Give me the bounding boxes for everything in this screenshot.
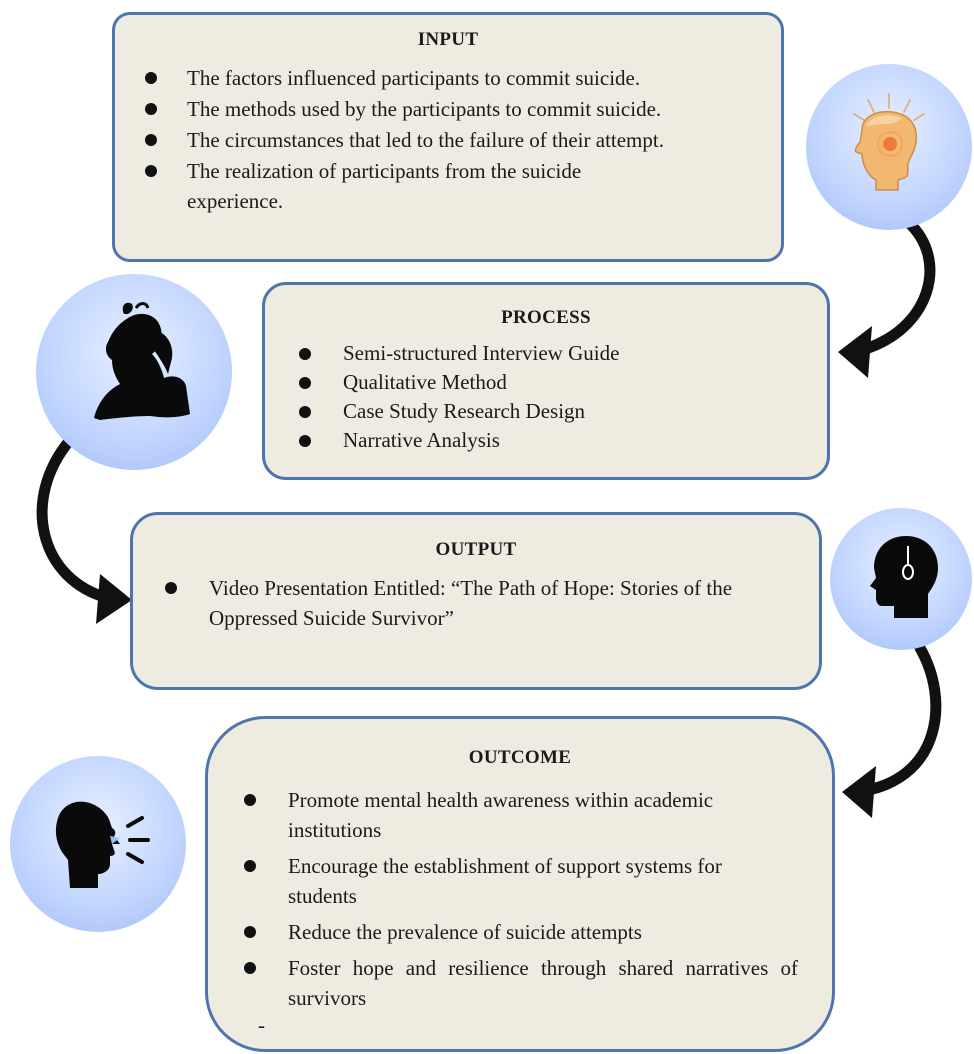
- arrow-process-to-output-head: [96, 574, 132, 624]
- process-box: PROCESS Semi-structured Interview Guide …: [262, 282, 830, 480]
- head-glow-circle: [806, 64, 972, 230]
- bullet-icon: [299, 348, 311, 360]
- input-box: INPUT The factors influenced participant…: [112, 12, 784, 262]
- outcome-trailing-mark: -: [258, 1013, 265, 1037]
- distressed-woman-icon: [94, 302, 190, 420]
- input-title: INPUT: [417, 29, 479, 50]
- bullet-icon: [299, 435, 311, 447]
- bullet-icon: [165, 582, 177, 594]
- list-item: Encourage the establishment of support s…: [208, 851, 832, 911]
- bullet-icon: [145, 165, 157, 177]
- list-item: Reduce the prevalence of suicide attempt…: [208, 917, 832, 947]
- outcome-list: Promote mental health awareness within a…: [208, 785, 832, 1013]
- input-list: The factors influenced participants to c…: [115, 63, 781, 216]
- list-item: Qualitative Method: [265, 368, 827, 397]
- list-item: The realization of participants from the…: [115, 156, 781, 216]
- list-item: Video Presentation Entitled: “The Path o…: [133, 573, 819, 633]
- shouting-person-circle: [10, 756, 186, 932]
- bullet-icon: [244, 794, 256, 806]
- bullet-icon: [244, 926, 256, 938]
- arrow-output-to-outcome: [862, 642, 942, 796]
- bullet-icon: [244, 860, 256, 872]
- output-title: OUTPUT: [435, 539, 517, 560]
- arrow-input-to-process: [856, 216, 936, 356]
- list-item: Semi-structured Interview Guide: [265, 339, 827, 368]
- arrow-input-to-process-head: [838, 326, 872, 378]
- list-item: Foster hope and resilience through share…: [208, 953, 832, 1013]
- bullet-icon: [145, 103, 157, 115]
- output-box: OUTPUT Video Presentation Entitled: “The…: [130, 512, 822, 690]
- head-noose-icon: [870, 536, 938, 618]
- bullet-icon: [145, 72, 157, 84]
- bullet-icon: [145, 134, 157, 146]
- bullet-icon: [299, 406, 311, 418]
- outcome-title: OUTCOME: [468, 747, 572, 768]
- process-list: Semi-structured Interview Guide Qualitat…: [265, 339, 827, 455]
- shouting-person-icon: [55, 801, 150, 888]
- head-glow-icon: [853, 93, 925, 191]
- list-item: Case Study Research Design: [265, 397, 827, 426]
- outcome-box: OUTCOME Promote mental health awareness …: [205, 716, 835, 1052]
- list-item: The factors influenced participants to c…: [115, 63, 781, 93]
- distressed-woman-circle: [36, 274, 232, 470]
- list-item: The methods used by the participants to …: [115, 94, 781, 124]
- list-item: The circumstances that led to the failur…: [115, 125, 781, 155]
- bullet-icon: [244, 962, 256, 974]
- process-title: PROCESS: [501, 307, 591, 328]
- list-item: Promote mental health awareness within a…: [208, 785, 832, 845]
- list-item: Narrative Analysis: [265, 426, 827, 455]
- bullet-icon: [299, 377, 311, 389]
- head-noose-circle: [830, 508, 972, 650]
- arrow-output-to-outcome-head: [842, 766, 876, 818]
- output-list: Video Presentation Entitled: “The Path o…: [133, 573, 819, 633]
